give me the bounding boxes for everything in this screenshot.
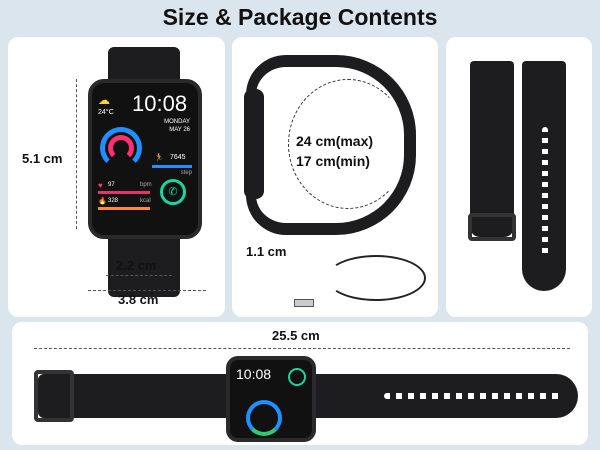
time: 10:08 xyxy=(132,91,188,116)
max-circumference-label: 24 cm(max) xyxy=(296,133,374,149)
screen-width-label: 2.2 cm xyxy=(116,258,157,273)
circumference-arrow xyxy=(288,79,408,209)
bottom-phone-icon xyxy=(288,368,306,386)
weather-icon: ☁ xyxy=(98,93,110,107)
calories-bar xyxy=(98,207,150,210)
date: MAY 26 xyxy=(169,127,190,133)
buckle-icon xyxy=(468,213,516,241)
screen-width-line xyxy=(106,275,172,276)
width-dimension-line xyxy=(88,290,206,291)
phone-icon: ✆ xyxy=(160,179,186,205)
strap-upper xyxy=(470,61,514,237)
bottom-watch-face: 10:08 xyxy=(226,356,316,442)
step-icon: 🏃 xyxy=(154,153,164,162)
width-label: 3.8 cm xyxy=(118,292,159,307)
full-strap-holes xyxy=(384,393,564,399)
watch-face: ☁ 24°C 10:08 MONDAY MAY 26 🏃 7645 step ♥… xyxy=(88,79,202,239)
flame-icon: 🔥 xyxy=(98,198,107,205)
activity-rings xyxy=(100,127,142,169)
temperature: 24°C xyxy=(98,109,114,116)
page-title: Size & Package Contents xyxy=(162,4,438,30)
bottom-time: 10:08 xyxy=(236,366,272,382)
calories: 328 xyxy=(108,198,119,204)
usb-connector xyxy=(294,299,314,307)
min-circumference-label: 17 cm(min) xyxy=(296,153,370,169)
thickness-label: 1.1 cm xyxy=(246,244,287,259)
calories-unit: kcal xyxy=(140,198,151,204)
strap-bottom xyxy=(108,237,180,297)
heart-unit: bpm xyxy=(140,182,152,188)
day: MONDAY xyxy=(164,119,190,125)
full-buckle-icon xyxy=(34,370,74,422)
charging-cable xyxy=(326,255,426,301)
steps-unit: step xyxy=(180,170,192,176)
length-panel: 25.5 cm 10:08 xyxy=(12,322,588,445)
heart-rate: 97 xyxy=(108,182,115,188)
length-dimension-line xyxy=(34,348,570,349)
front-view-panel: ☁ 24°C 10:08 MONDAY MAY 26 🏃 7645 step ♥… xyxy=(8,37,225,317)
watch-case-side xyxy=(244,89,264,199)
steps: 7645 xyxy=(170,154,186,161)
length-label: 25.5 cm xyxy=(272,328,320,343)
activity-ring-inner xyxy=(108,135,134,161)
side-view-panel: 24 cm(max) 17 cm(min) 1.1 cm xyxy=(232,37,438,317)
height-dimension-line xyxy=(76,79,77,229)
strap-panel xyxy=(446,37,592,317)
steps-bar xyxy=(152,165,192,168)
heart-icon: ♥ xyxy=(98,181,103,190)
bottom-activity-rings xyxy=(246,400,282,436)
strap-holes xyxy=(542,127,548,257)
heart-bar xyxy=(98,191,150,194)
height-label: 5.1 cm xyxy=(22,151,63,166)
